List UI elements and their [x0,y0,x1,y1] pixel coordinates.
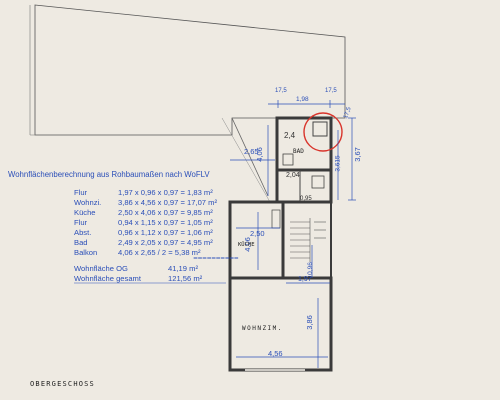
calculation-title: Wohnflächenberechnung aus Rohbaumaßen na… [8,170,210,179]
abst-fixture [311,175,325,189]
room-label-kueche: KÜCHE [238,242,255,248]
dim-wohn-width: 4,56 [268,349,283,358]
stair-treads [290,218,326,262]
calc-row-formula: 0,96 x 1,12 x 0,97 = 1,06 m² [118,228,213,237]
calc-row-name: Bad [74,238,88,247]
calc-row-flur: Flur 1,97 x 0,96 x 0,97 = 1,83 m² [74,188,213,198]
calc-row-name: Balkon [74,248,98,257]
calc-total-name: Wohnfläche OG [74,264,128,273]
calc-row-bad: Bad 2,49 x 2,05 x 0,97 = 4,95 m² [74,238,213,248]
calc-row-name: Flur [74,218,88,227]
calc-row-formula: 2,49 x 2,05 x 0,97 = 4,95 m² [118,238,213,247]
room-label-wohnzimmer: WOHNZIM. [242,325,283,332]
room-label-bad: BAD [293,148,304,155]
dim-bad-width: 1,98 [296,96,309,103]
calc-total-name: Wohnfläche gesamt [74,274,141,283]
calc-total-og: Wohnfläche OG 41,19 m² [74,264,198,274]
balkon-diagonal [231,117,269,197]
room-dim-bad: 2,4 [284,131,296,140]
bad-toilet [282,153,294,166]
floor-label: OBERGESCHOSS [30,380,95,388]
dim-wohn-height: 3,86 [304,315,314,330]
room-dim-small-2: 0,95 [300,196,312,202]
dim-balkon-depth: 2,65 [244,147,259,156]
calc-row-name: Küche [74,208,96,217]
calc-row-name: Flur [74,188,88,197]
calc-row-kueche: Küche 2,50 x 4,06 x 0,97 = 9,85 m² [74,208,213,218]
dim-bad-height: 4,06 [254,147,264,162]
calc-row-formula: 0,94 x 1,15 x 0,97 = 1,05 m² [118,218,213,227]
calc-row-wohnzi: Wohnzi. 3,86 x 4,56 x 0,97 = 17,07 m² [74,198,217,208]
dim-right-367: 3,67 [352,147,362,162]
roof-outline [34,4,346,136]
dim-flur-width: 1,97 [298,276,312,283]
calc-row-name: Abst. [74,228,92,237]
bad-room [275,116,333,172]
dim-kueche-width: 2,50 [250,229,265,238]
calc-total-value: 121,56 m² [168,274,203,283]
calc-row-formula: 2,50 x 4,06 x 0,97 = 9,85 m² [118,208,213,217]
calc-total-value: 41,19 m² [168,264,198,273]
calc-separator: ========== [193,255,239,262]
calc-row-balkon: Balkon 4,06 x 2,65 / 2 = 5,38 m² [74,248,201,258]
dimension-lines [230,100,356,368]
calc-row-formula: 3,86 x 4,56 x 0,97 = 17,07 m² [118,198,217,207]
calc-row-formula: 1,97 x 0,96 x 0,97 = 1,83 m² [118,188,213,197]
calc-row-flur-2: Flur 0,94 x 1,15 x 0,97 = 1,05 m² [74,218,213,228]
calc-total-gesamt: Wohnfläche gesamt 121,56 m² [74,274,202,284]
calc-row-abst: Abst. 0,96 x 1,12 x 0,97 = 1,06 m² [74,228,213,238]
highlight-circle [303,112,343,152]
room-dim-small: 2,04 [286,172,300,179]
calc-row-formula: 4,06 x 2,65 / 2 = 5,38 m² [118,248,201,257]
dim-right-17-5: 17,5 [325,88,337,94]
dim-right-3615: 3,615 [334,155,342,172]
dim-flur-height: 0,96 [306,262,314,275]
dim-left-17-5: 17,5 [275,88,287,94]
kueche-counter [271,209,281,229]
calc-row-name: Wohnzi. [74,198,102,207]
bad-fixture [312,121,328,137]
kueche-room [228,200,285,280]
